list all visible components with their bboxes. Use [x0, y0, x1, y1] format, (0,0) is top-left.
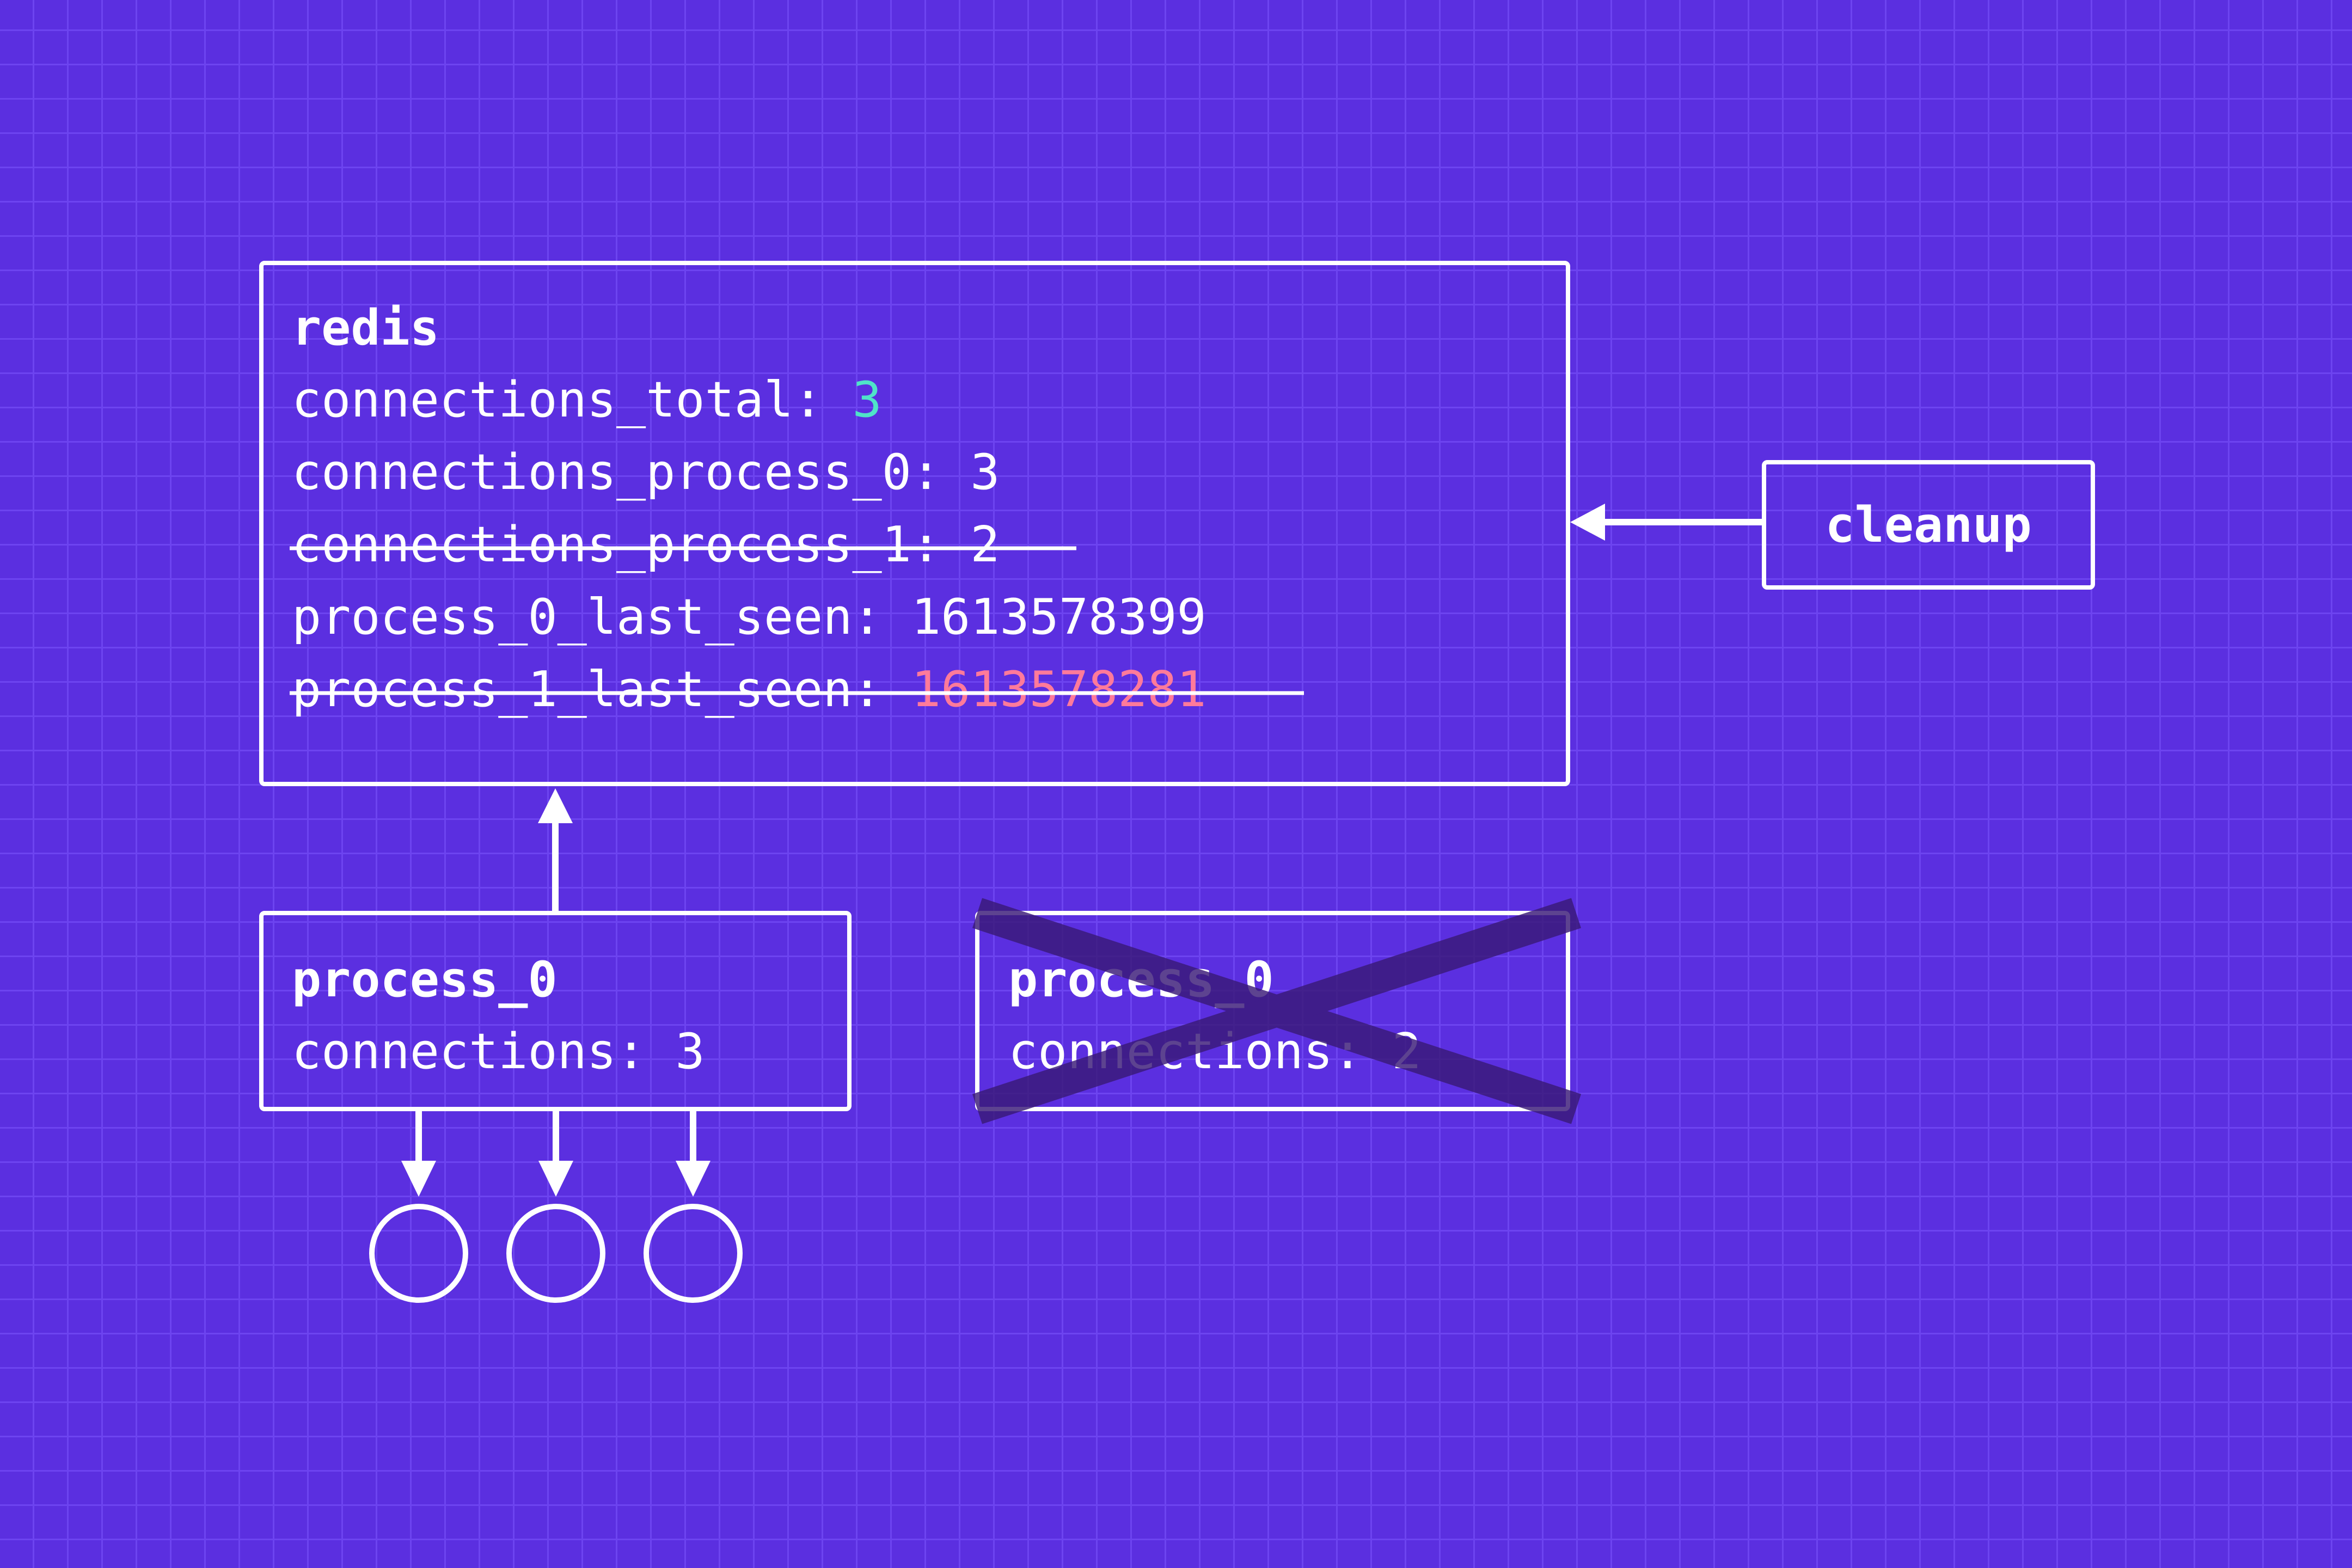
redis-line-connections-process-1-removed: connections_process_1: 2	[292, 516, 1000, 573]
process-connections	[369, 1111, 743, 1303]
process-live-title: process_0	[292, 951, 558, 1008]
redis-value: 3	[970, 444, 1000, 501]
connection-arrow-head	[676, 1161, 710, 1197]
process-live-connections: connections: 3	[292, 1023, 705, 1080]
redis-key: process_0_last_seen:	[292, 589, 882, 646]
redis-value: 1613578399	[911, 589, 1206, 646]
process-live-frame	[259, 911, 852, 1111]
cleanup-box: cleanup	[1762, 460, 2095, 590]
process-dead-box: process_0 connections: 2	[972, 898, 1582, 1124]
redis-line-connections-total: connections_total: 3	[292, 371, 882, 428]
redis-line-process-0-last-seen: process_0_last_seen: 1613578399	[292, 589, 1206, 646]
connection-circle	[644, 1204, 743, 1303]
process-dead-frame	[975, 911, 1570, 1111]
redis-key: connections_process_0:	[292, 444, 941, 501]
redis-key: connections_process_1:	[292, 516, 941, 573]
redis-key: connections_total:	[292, 371, 823, 428]
connection-circle	[369, 1204, 468, 1303]
cross-stroke	[972, 898, 1582, 1124]
redis-key: process_1_last_seen:	[292, 661, 882, 718]
connection-circle	[506, 1204, 605, 1303]
process-to-redis-arrow	[538, 788, 573, 913]
redis-title: redis	[292, 299, 439, 357]
redis-value-stale: 1613578281	[911, 661, 1206, 718]
process-live-box: process_0 connections: 3	[259, 911, 852, 1111]
redis-value: 2	[970, 516, 1000, 573]
connection-arrow-head	[538, 1161, 573, 1197]
arrow-head	[538, 788, 573, 823]
cleanup-label: cleanup	[1825, 497, 2031, 554]
redis-box: redis connections_total: 3 connections_p…	[259, 261, 1570, 786]
redis-line-process-1-last-seen-removed: process_1_last_seen: 1613578281	[292, 661, 1206, 718]
cleanup-to-redis-arrow	[1570, 504, 1764, 541]
connection-arrow-head	[401, 1161, 436, 1197]
redis-box-frame	[259, 261, 1570, 786]
dead-cross-icon	[972, 898, 1582, 1124]
arrow-head	[1570, 504, 1605, 541]
redis-value-highlight: 3	[853, 371, 882, 428]
redis-line-connections-process-0: connections_process_0: 3	[292, 444, 1000, 501]
